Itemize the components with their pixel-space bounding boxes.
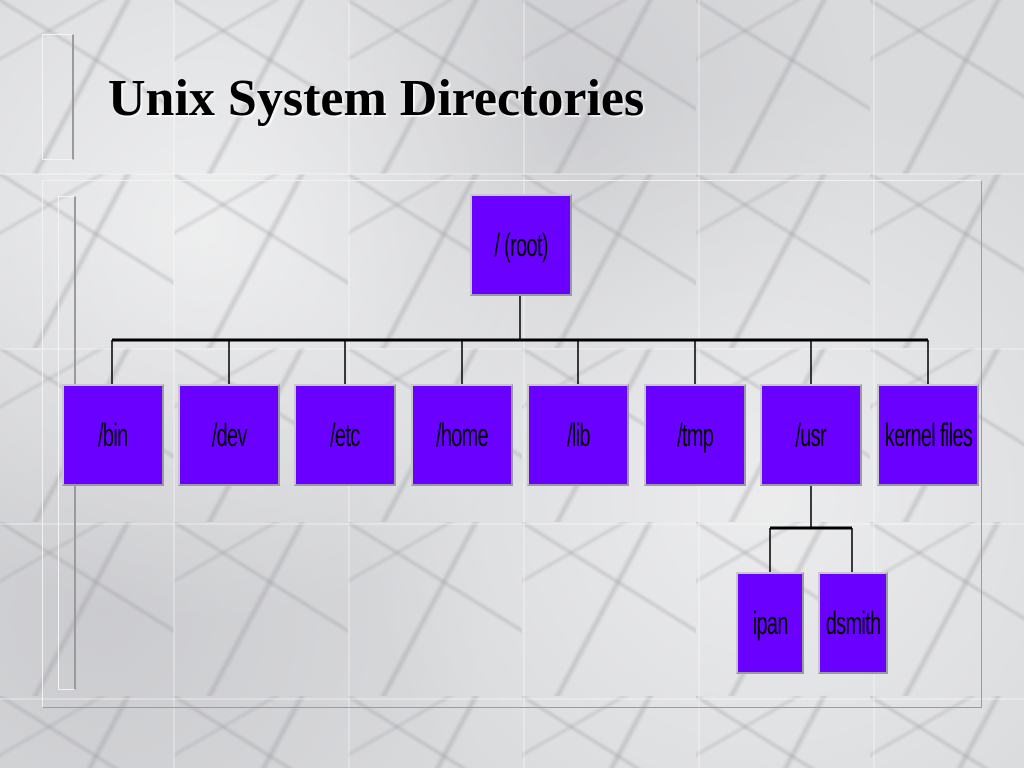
node-root-label: / (root) [494, 226, 548, 263]
node-root: / (root) [470, 194, 572, 296]
node-home-label: /home [435, 416, 489, 453]
node-lib-label: /lib [566, 416, 591, 453]
content-frame [42, 180, 982, 708]
node-dsmith-label: dsmith [825, 604, 881, 641]
node-dev-label: /dev [211, 416, 247, 453]
node-tmp: /tmp [644, 384, 746, 486]
node-usr: /usr [760, 384, 862, 486]
node-etc-label: /etc [330, 416, 360, 453]
node-bin: /bin [62, 384, 164, 486]
node-tmp-label: /tmp [676, 416, 714, 453]
node-usr-label: /usr [795, 416, 827, 453]
node-dsmith: dsmith [818, 572, 888, 674]
node-ipan-label: ipan [752, 604, 788, 641]
node-kernel-files-label: kernel files [884, 416, 972, 453]
node-kernel-files: kernel files [877, 384, 979, 486]
node-dev: /dev [178, 384, 280, 486]
node-etc: /etc [294, 384, 396, 486]
title-accent-bar [42, 34, 74, 160]
node-bin-label: /bin [98, 416, 128, 453]
slide-title: Unix System Directories [108, 70, 645, 127]
node-home: /home [411, 384, 513, 486]
node-ipan: ipan [736, 572, 804, 674]
node-lib: /lib [527, 384, 629, 486]
